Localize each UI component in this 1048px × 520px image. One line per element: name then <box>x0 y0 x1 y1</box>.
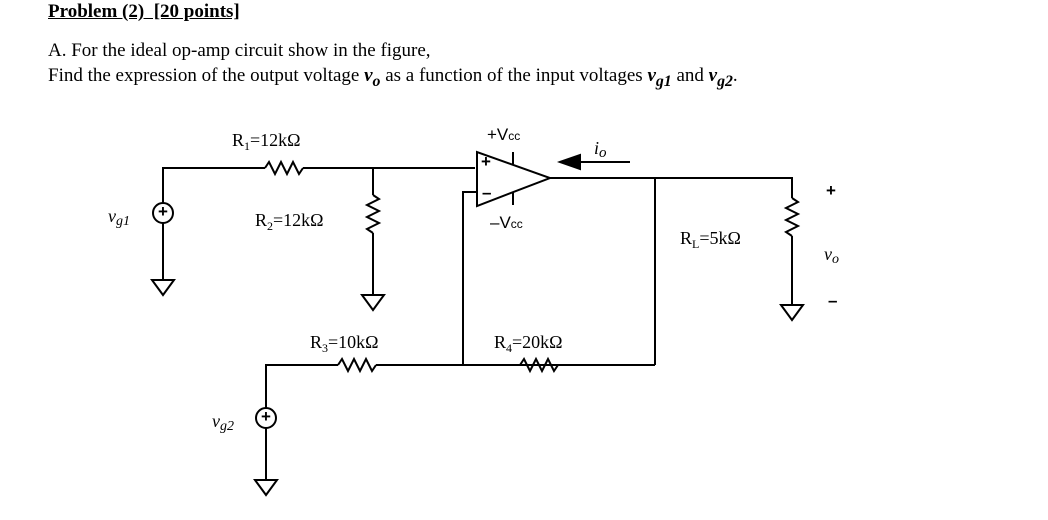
vg2-plus-sign: + <box>261 407 271 426</box>
ground-rl <box>779 304 805 322</box>
opamp-minus-sign: – <box>482 183 491 202</box>
opamp-plus-sign: + <box>481 152 491 171</box>
label-vg1: vg1 <box>108 206 130 229</box>
label-out-minus: – <box>828 291 837 310</box>
line1-text: For the ideal op-amp circuit show in the… <box>71 40 431 61</box>
line2-text: Find the expression of the output voltag… <box>48 65 365 86</box>
label-vcc-pos: +Vcc <box>487 125 520 144</box>
wire-vg2-top <box>265 364 338 408</box>
label-r2: R2=12kΩ <box>255 210 324 233</box>
ground-vg2 <box>253 479 279 497</box>
label-vg2: vg2 <box>212 411 234 434</box>
label-out-plus: + <box>826 181 836 200</box>
label-rl: RL=5kΩ <box>680 228 741 251</box>
label-r3: R3=10kΩ <box>310 332 379 355</box>
label-r1: R1=12kΩ <box>232 130 301 153</box>
label-io: io <box>594 138 607 161</box>
vg2-symbol: vg2 <box>708 65 733 90</box>
ground-vg1 <box>150 279 176 297</box>
resistor-rl <box>783 197 801 237</box>
wire-output-right <box>655 177 793 198</box>
vg1-plus-sign: + <box>158 202 168 221</box>
problem-statement-line2: Find the expression of the output voltag… <box>48 65 738 91</box>
label-r4: R4=20kΩ <box>494 332 563 355</box>
resistor-r2 <box>364 194 382 234</box>
ground-r2 <box>360 294 386 312</box>
vo-symbol: vo <box>364 65 381 90</box>
resistor-r1 <box>264 159 304 177</box>
part-label: A. <box>48 40 67 61</box>
resistor-r4 <box>519 356 559 374</box>
io-arrow-head <box>556 153 581 171</box>
line2-text-mid: as a function of the input voltages <box>380 65 648 86</box>
label-vo: vo <box>824 244 839 267</box>
resistor-r3 <box>337 356 377 374</box>
line2-end: . <box>732 65 738 86</box>
problem-statement-line1: A. For the ideal op-amp circuit show in … <box>48 40 431 62</box>
wire-vg1-top <box>162 167 265 203</box>
line2-and: and <box>671 65 709 86</box>
problem-title: Problem (2) [20 points] <box>48 1 240 22</box>
label-vcc-neg: –Vcc <box>490 213 523 232</box>
vg1-symbol: vg1 <box>647 65 672 90</box>
